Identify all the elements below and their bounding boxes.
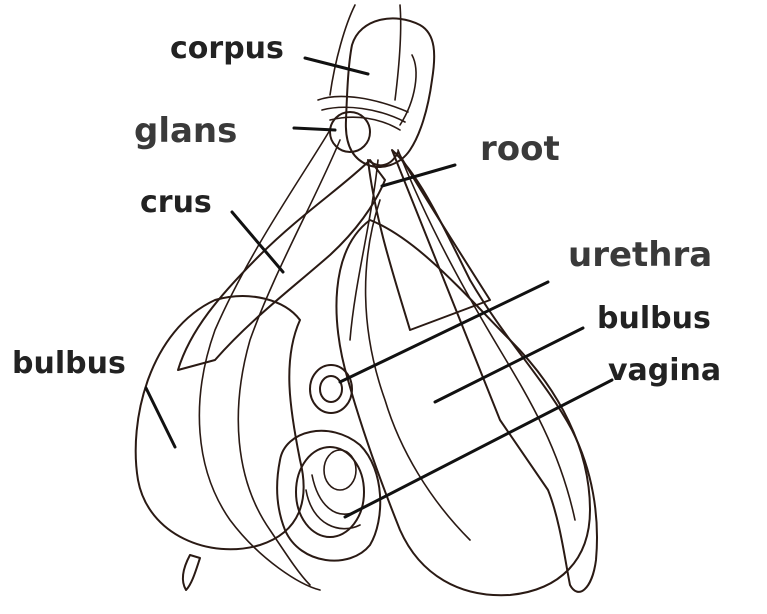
bulbus-right-label: bulbus: [597, 301, 711, 336]
glans-leader: [294, 128, 335, 130]
bulbus-left-label: bulbus: [12, 346, 126, 381]
vagina-opening-inner: [324, 450, 356, 490]
corpus-label: corpus: [170, 31, 284, 66]
urethra-opening-inner: [320, 376, 342, 402]
crus-label: crus: [140, 185, 212, 220]
root-label: root: [480, 129, 560, 169]
crus-leader: [232, 212, 283, 272]
right-bulb-shape: [336, 220, 590, 595]
urethra-label: urethra: [568, 235, 712, 275]
corpus-shape: [346, 18, 434, 166]
veil-right-inner: [366, 200, 470, 540]
urethra-leader: [340, 282, 548, 382]
veil-right-outline: [398, 150, 575, 520]
urethra-opening-outer: [310, 365, 352, 413]
root-fold-line: [400, 55, 416, 125]
left-bulb-tail: [183, 555, 200, 590]
bulbus-left-leader: [146, 388, 175, 447]
vagina-ridge-1: [312, 475, 355, 514]
vagina-label: vagina: [608, 353, 721, 388]
glans-label: glans: [134, 111, 237, 151]
vagina-ridge-2: [306, 490, 360, 529]
veil-center-line: [350, 160, 378, 340]
